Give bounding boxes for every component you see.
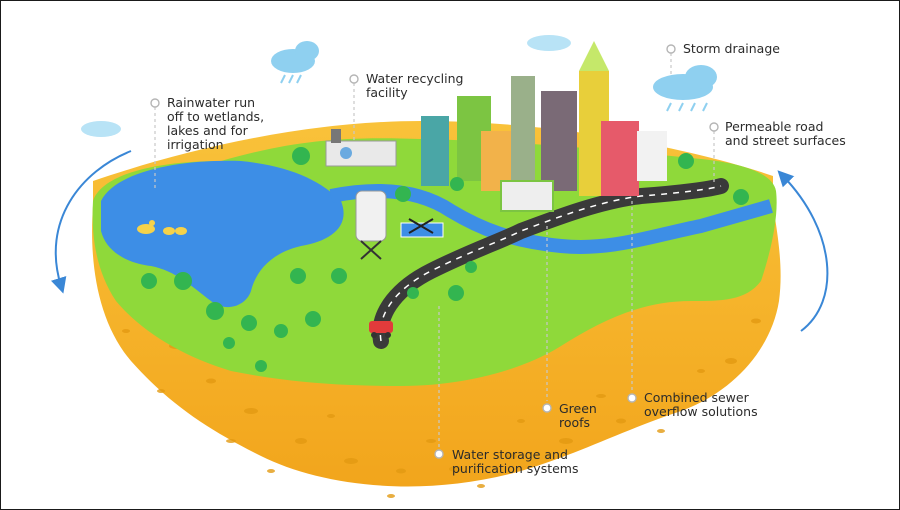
ducks [137,220,187,235]
cloud-icon [81,121,121,137]
car [369,321,393,338]
trees [141,147,749,372]
callout-sewer-overflow: Combined sewer overflow solutions [644,390,758,419]
cloud-icon [653,65,717,112]
city-skyline [421,41,667,212]
treatment-unit [400,218,444,238]
lake [101,160,344,308]
cloud-icon [527,35,571,51]
cloud-icon [271,41,319,84]
callout-water-storage: Water storage and purification systems [452,447,579,476]
water-cycle-arrow-left [51,150,132,294]
callout-permeable-road: Permeable road and street surfaces [725,119,846,148]
recycling-facility [325,129,397,167]
callout-rainwater-runoff: Rainwater run off to wetlands, lakes and… [167,95,265,152]
sponge-pores [122,298,761,498]
callout-green-roofs: Green roofs [559,401,597,430]
callout-storm-drainage: Storm drainage [683,41,780,56]
callout-lines [154,53,715,449]
water-cycle-arrow-right [777,170,829,332]
callout-water-recycling: Water recycling facility [366,71,464,100]
water-tower [355,190,387,260]
callout-dots [150,44,719,459]
road-markings [379,185,722,342]
